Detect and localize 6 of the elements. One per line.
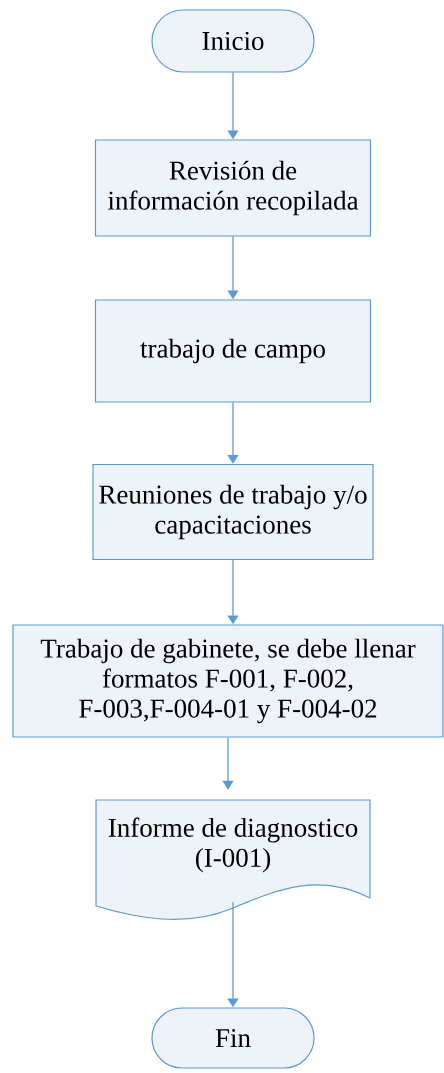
arrow [222,736,234,790]
process-box: Revisión de información recopilada [94,139,372,237]
process-box: Reuniones de trabajo y/o capacitaciones [92,463,374,561]
arrow [227,401,239,464]
process-box: Trabajo de gabinete, se debe llenar formatos F-001, F-002, F-003,F-004-01 y F-004-02 [12,624,444,738]
process-box: trabajo de campo [94,299,372,403]
